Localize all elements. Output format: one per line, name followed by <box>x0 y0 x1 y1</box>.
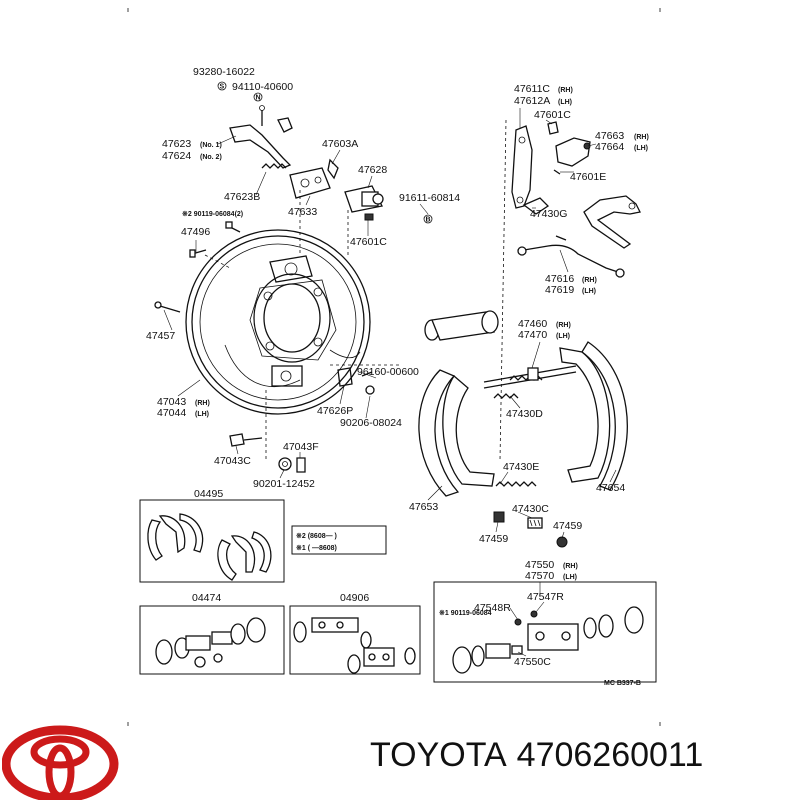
label-47430D: 47430D <box>506 408 543 420</box>
label-90119-06084-1: ※1 90119-06084 <box>439 609 492 617</box>
label-47547R: 47547R <box>527 591 564 603</box>
label-93280-16022: 93280-16022 <box>193 66 255 78</box>
label-47623B: 47623B <box>224 191 260 203</box>
label-47664-tag: (LH) <box>634 145 648 152</box>
label-47043-tag: (RH) <box>195 400 210 407</box>
wheel-cylinder-and-shoes <box>418 310 628 548</box>
svg-text:S: S <box>220 84 225 91</box>
label-90201-12452: 90201-12452 <box>253 478 315 490</box>
label-47612A: 47612A <box>514 95 550 107</box>
label-47460-tag: (RH) <box>556 322 571 329</box>
label-47550: 47550 <box>525 559 554 571</box>
label-47550-tag: (RH) <box>563 563 578 570</box>
label-47459-left: 47459 <box>479 533 508 545</box>
label-47601E: 47601E <box>570 171 606 183</box>
parking-brake-levers <box>511 121 641 278</box>
label-47430E: 47430E <box>503 461 539 473</box>
toyota-logo-icon <box>1 720 122 805</box>
label-47601C-right: 47601C <box>534 109 571 121</box>
backing-plate <box>185 229 371 415</box>
label-04474: 04474 <box>192 592 221 604</box>
part-number: 4706260011 <box>516 736 704 774</box>
label-90206-08024: 90206-08024 <box>340 417 402 429</box>
label-47611C: 47611C <box>514 83 550 95</box>
label-47626P: 47626P <box>317 405 353 417</box>
label-94110-40600: 94110-40600 <box>232 81 293 93</box>
parking-lever-group: S N B <box>154 81 433 313</box>
leader-lines <box>163 108 617 657</box>
label-47044: 47044 <box>157 407 186 419</box>
label-47430G: 47430G <box>530 208 567 220</box>
label-47619: 47619 <box>545 284 574 296</box>
label-47043: 47043 <box>157 396 186 408</box>
svg-text:N: N <box>256 95 261 102</box>
label-47619-tag: (LH) <box>582 288 596 295</box>
label-47044-tag: (LH) <box>195 411 209 418</box>
label-91611-60814: 91611-60814 <box>399 192 460 204</box>
label-47623-tag: (No. 1) <box>200 142 222 149</box>
plate-fasteners <box>229 367 375 473</box>
label-47548R: 47548R <box>474 602 511 614</box>
part-labels: 93280-16022 94110-40600 47623 (No. 1) 47… <box>146 66 649 687</box>
label-47496: 47496 <box>181 226 210 238</box>
label-47570-tag: (LH) <box>563 574 577 581</box>
kit-box-47550 <box>433 581 657 683</box>
label-47430C: 47430C <box>512 503 549 515</box>
label-47624-tag: (No. 2) <box>200 154 222 161</box>
legend-line-1: ※2 (8608— ) <box>296 532 337 540</box>
label-47664: 47664 <box>595 141 624 153</box>
legend-line-2: ※1 ( —8608) <box>296 544 337 552</box>
label-90119-06084-2: ※2 90119-06084(2) <box>182 210 243 218</box>
label-47460: 47460 <box>518 318 547 330</box>
label-47043C: 47043C <box>214 455 251 467</box>
label-04495: 04495 <box>194 488 223 500</box>
label-47043F: 47043F <box>283 441 319 453</box>
label-47470: 47470 <box>518 329 547 341</box>
label-47663-tag: (RH) <box>634 134 649 141</box>
legend-box <box>291 525 387 555</box>
label-47654: 47654 <box>596 482 625 494</box>
label-47633: 47633 <box>288 206 317 218</box>
label-47570: 47570 <box>525 570 554 582</box>
kit-box-04906 <box>289 605 421 675</box>
label-47663: 47663 <box>595 130 624 142</box>
label-47550C: 47550C <box>514 656 551 668</box>
label-04906: 04906 <box>340 592 369 604</box>
label-47611C-tag: (RH) <box>558 87 573 94</box>
svg-text:B: B <box>426 217 431 224</box>
label-47612A-tag: (LH) <box>558 99 572 106</box>
label-47616: 47616 <box>545 273 574 285</box>
label-47470-tag: (LH) <box>556 333 570 340</box>
label-47623: 47623 <box>162 138 191 150</box>
label-47601C-left: 47601C <box>350 236 387 248</box>
label-47624: 47624 <box>162 150 191 162</box>
kit-box-04474 <box>139 605 285 675</box>
label-47616-tag: (RH) <box>582 277 597 284</box>
brand-name: TOYOTA <box>370 736 507 774</box>
label-47459-right: 47459 <box>553 520 582 532</box>
kit-box-04495 <box>139 499 285 583</box>
label-47628: 47628 <box>358 164 387 176</box>
label-47603A: 47603A <box>322 138 358 150</box>
diagram-ref-code: MC B337-B <box>604 680 641 687</box>
label-96160-00600: 96160-00600 <box>357 366 419 378</box>
alignment-lines <box>204 119 507 461</box>
registration-marks <box>127 8 661 726</box>
label-47653: 47653 <box>409 501 438 513</box>
label-47457: 47457 <box>146 330 175 342</box>
